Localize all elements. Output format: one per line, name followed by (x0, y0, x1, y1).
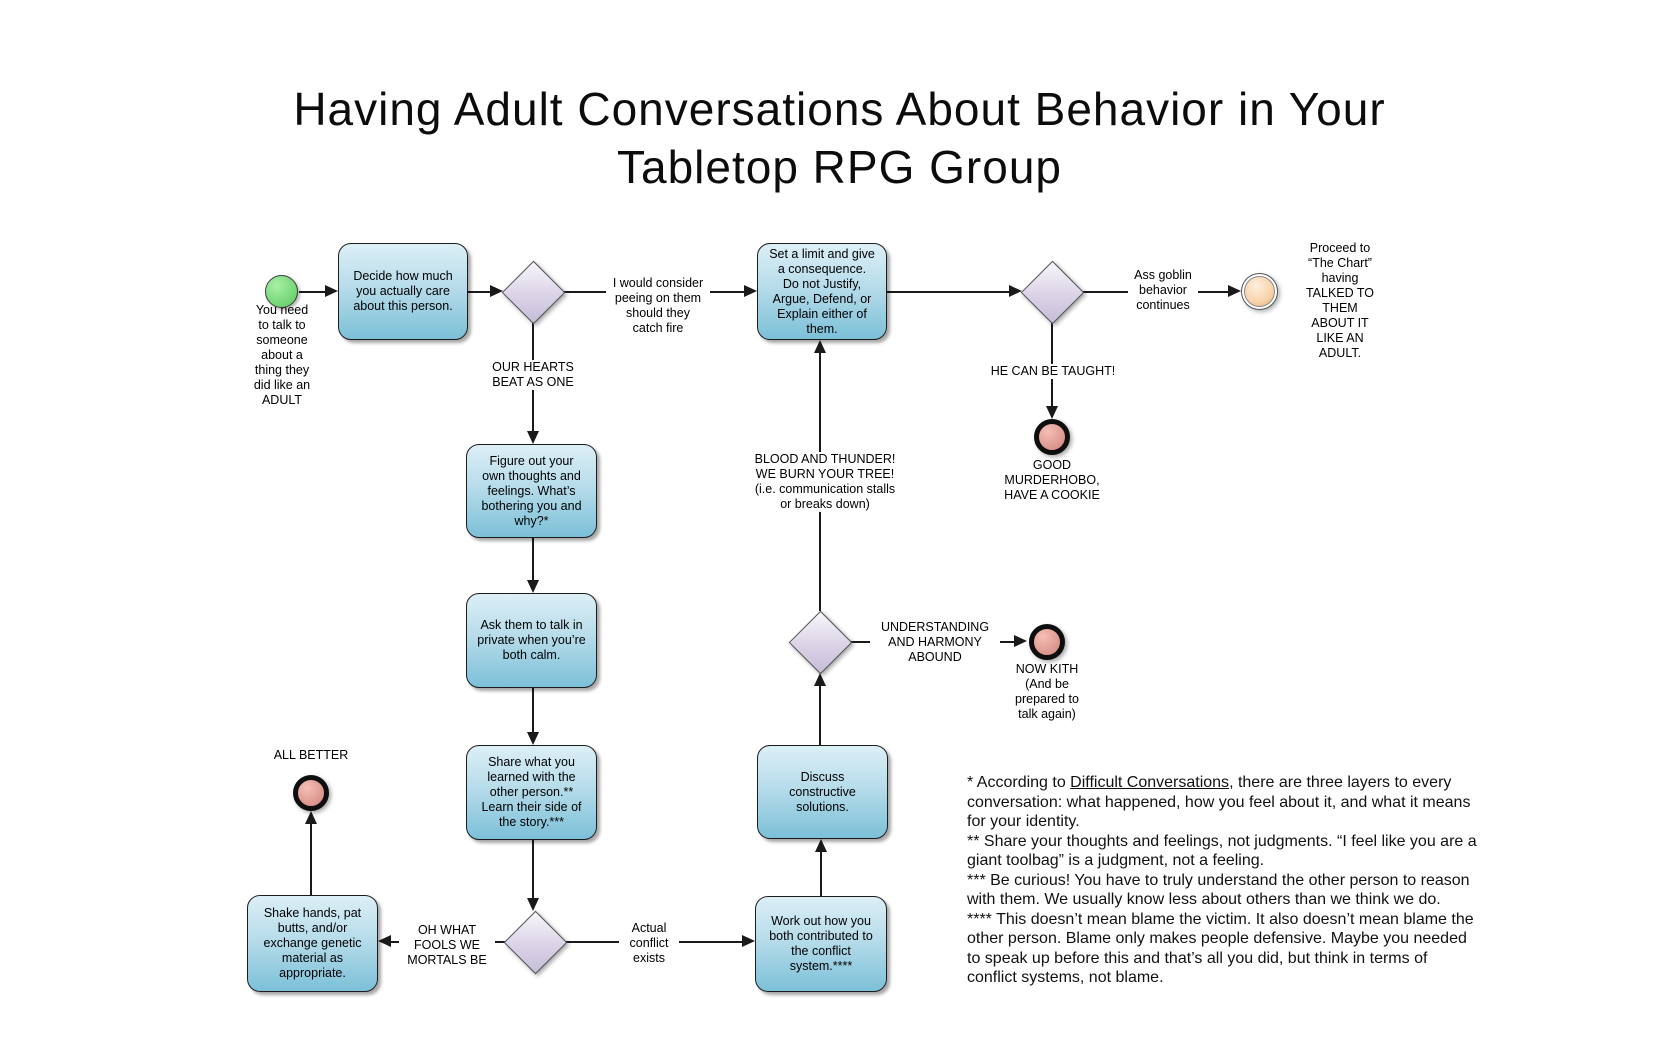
edge-label-oh-what-fools: OH WHAT FOOLS WE MORTALS BE (399, 923, 495, 968)
end-label-murderhobo: GOOD MURDERHOBO, HAVE A COOKIE (994, 458, 1110, 503)
end-event-proceed (1241, 273, 1278, 310)
footnote-1-suffix: , there are three layers to every conver… (967, 774, 1471, 830)
task-share-learned: Share what you learned with the other pe… (466, 745, 597, 840)
edge-label-blood-and-thunder: BLOOD AND THUNDER! WE BURN YOUR TREE! (i… (737, 452, 913, 512)
decision-talk-outcome (788, 610, 853, 675)
decision-behavior-outcome (1020, 260, 1085, 325)
task-shake-hands: Shake hands, pat butts, and/or exchange … (247, 895, 378, 992)
arrowhead (815, 839, 827, 852)
arrowhead (527, 898, 539, 911)
start-event (265, 275, 298, 308)
edge-label-understanding: UNDERSTANDING AND HARMONY ABOUND (870, 620, 1000, 665)
footnotes-block: * According to Difficult Conversations, … (967, 773, 1479, 988)
footnote-1-prefix: * According to (967, 774, 1071, 791)
arrowhead (744, 285, 757, 297)
edge-label-he-can-be-taught: HE CAN BE TAUGHT! (978, 364, 1128, 379)
task-set-limit: Set a limit and give a consequence. Do n… (757, 243, 887, 340)
end-event-murderhobo (1034, 419, 1070, 455)
end-event-all-better (293, 775, 329, 811)
edge-label-peeing: I would consider peeing on them should t… (606, 276, 710, 336)
end-label-now-kith: NOW KITH (And be prepared to talk again) (1005, 662, 1089, 722)
arrowhead (814, 673, 826, 686)
end-label-proceed: Proceed to “The Chart” having TALKED TO … (1298, 241, 1382, 361)
task-discuss-solutions: Discuss constructive solutions. (757, 745, 888, 839)
arrowhead (490, 285, 503, 297)
connector-line (887, 291, 1010, 293)
arrowhead (378, 935, 391, 947)
arrowhead (1046, 406, 1058, 419)
connector-line (532, 840, 534, 898)
edge-label-actual-conflict: Actual conflict exists (619, 921, 679, 966)
footnote-1: * According to Difficult Conversations, … (967, 773, 1479, 832)
footnote-3: *** Be curious! You have to truly unders… (967, 871, 1470, 909)
end-event-now-kith (1029, 624, 1065, 660)
footnote-2: ** Share your thoughts and feelings, not… (967, 832, 1477, 870)
connector-line (532, 688, 534, 732)
connector-line (819, 686, 821, 745)
start-event-label: You need to talk to someone about a thin… (242, 303, 322, 408)
task-ask-private-talk: Ask them to talk in private when you’re … (466, 593, 597, 688)
decision-conflict-exists (503, 910, 568, 975)
arrowhead (325, 285, 338, 297)
end-label-all-better: ALL BETTER (266, 748, 356, 763)
arrowhead (527, 580, 539, 593)
arrowhead (527, 732, 539, 745)
connector-line (532, 538, 534, 580)
connector-line (299, 291, 326, 293)
diamond-shape (1020, 260, 1085, 325)
edge-label-our-hearts: OUR HEARTS BEAT AS ONE (478, 360, 588, 390)
task-work-out-contribution: Work out how you both contributed to the… (755, 896, 887, 992)
connector-line (820, 852, 822, 896)
diamond-shape (788, 610, 853, 675)
footnote-4: **** This doesn’t mean blame the victim.… (967, 910, 1474, 987)
diamond-shape (503, 910, 568, 975)
diamond-shape (501, 260, 566, 325)
edge-label-ass-goblin: Ass goblin behavior continues (1128, 268, 1198, 313)
footnote-1-book-title: Difficult Conversations (1070, 774, 1230, 791)
arrowhead (1228, 285, 1241, 297)
arrowhead (305, 811, 317, 824)
task-decide-care: Decide how much you actually care about … (338, 243, 468, 340)
end-event-proceed-inner (1244, 276, 1275, 307)
arrowhead (814, 340, 826, 353)
arrowhead (527, 431, 539, 444)
arrowhead (1009, 285, 1022, 297)
arrowhead (742, 935, 755, 947)
flowchart-title: Having Adult Conversations About Behavio… (293, 83, 1386, 193)
connector-line (310, 824, 312, 895)
decision-care-level (501, 260, 566, 325)
connector-line (468, 291, 491, 293)
arrowhead (1014, 635, 1027, 647)
task-figure-out-feelings: Figure out your own thoughts and feeling… (466, 444, 597, 538)
